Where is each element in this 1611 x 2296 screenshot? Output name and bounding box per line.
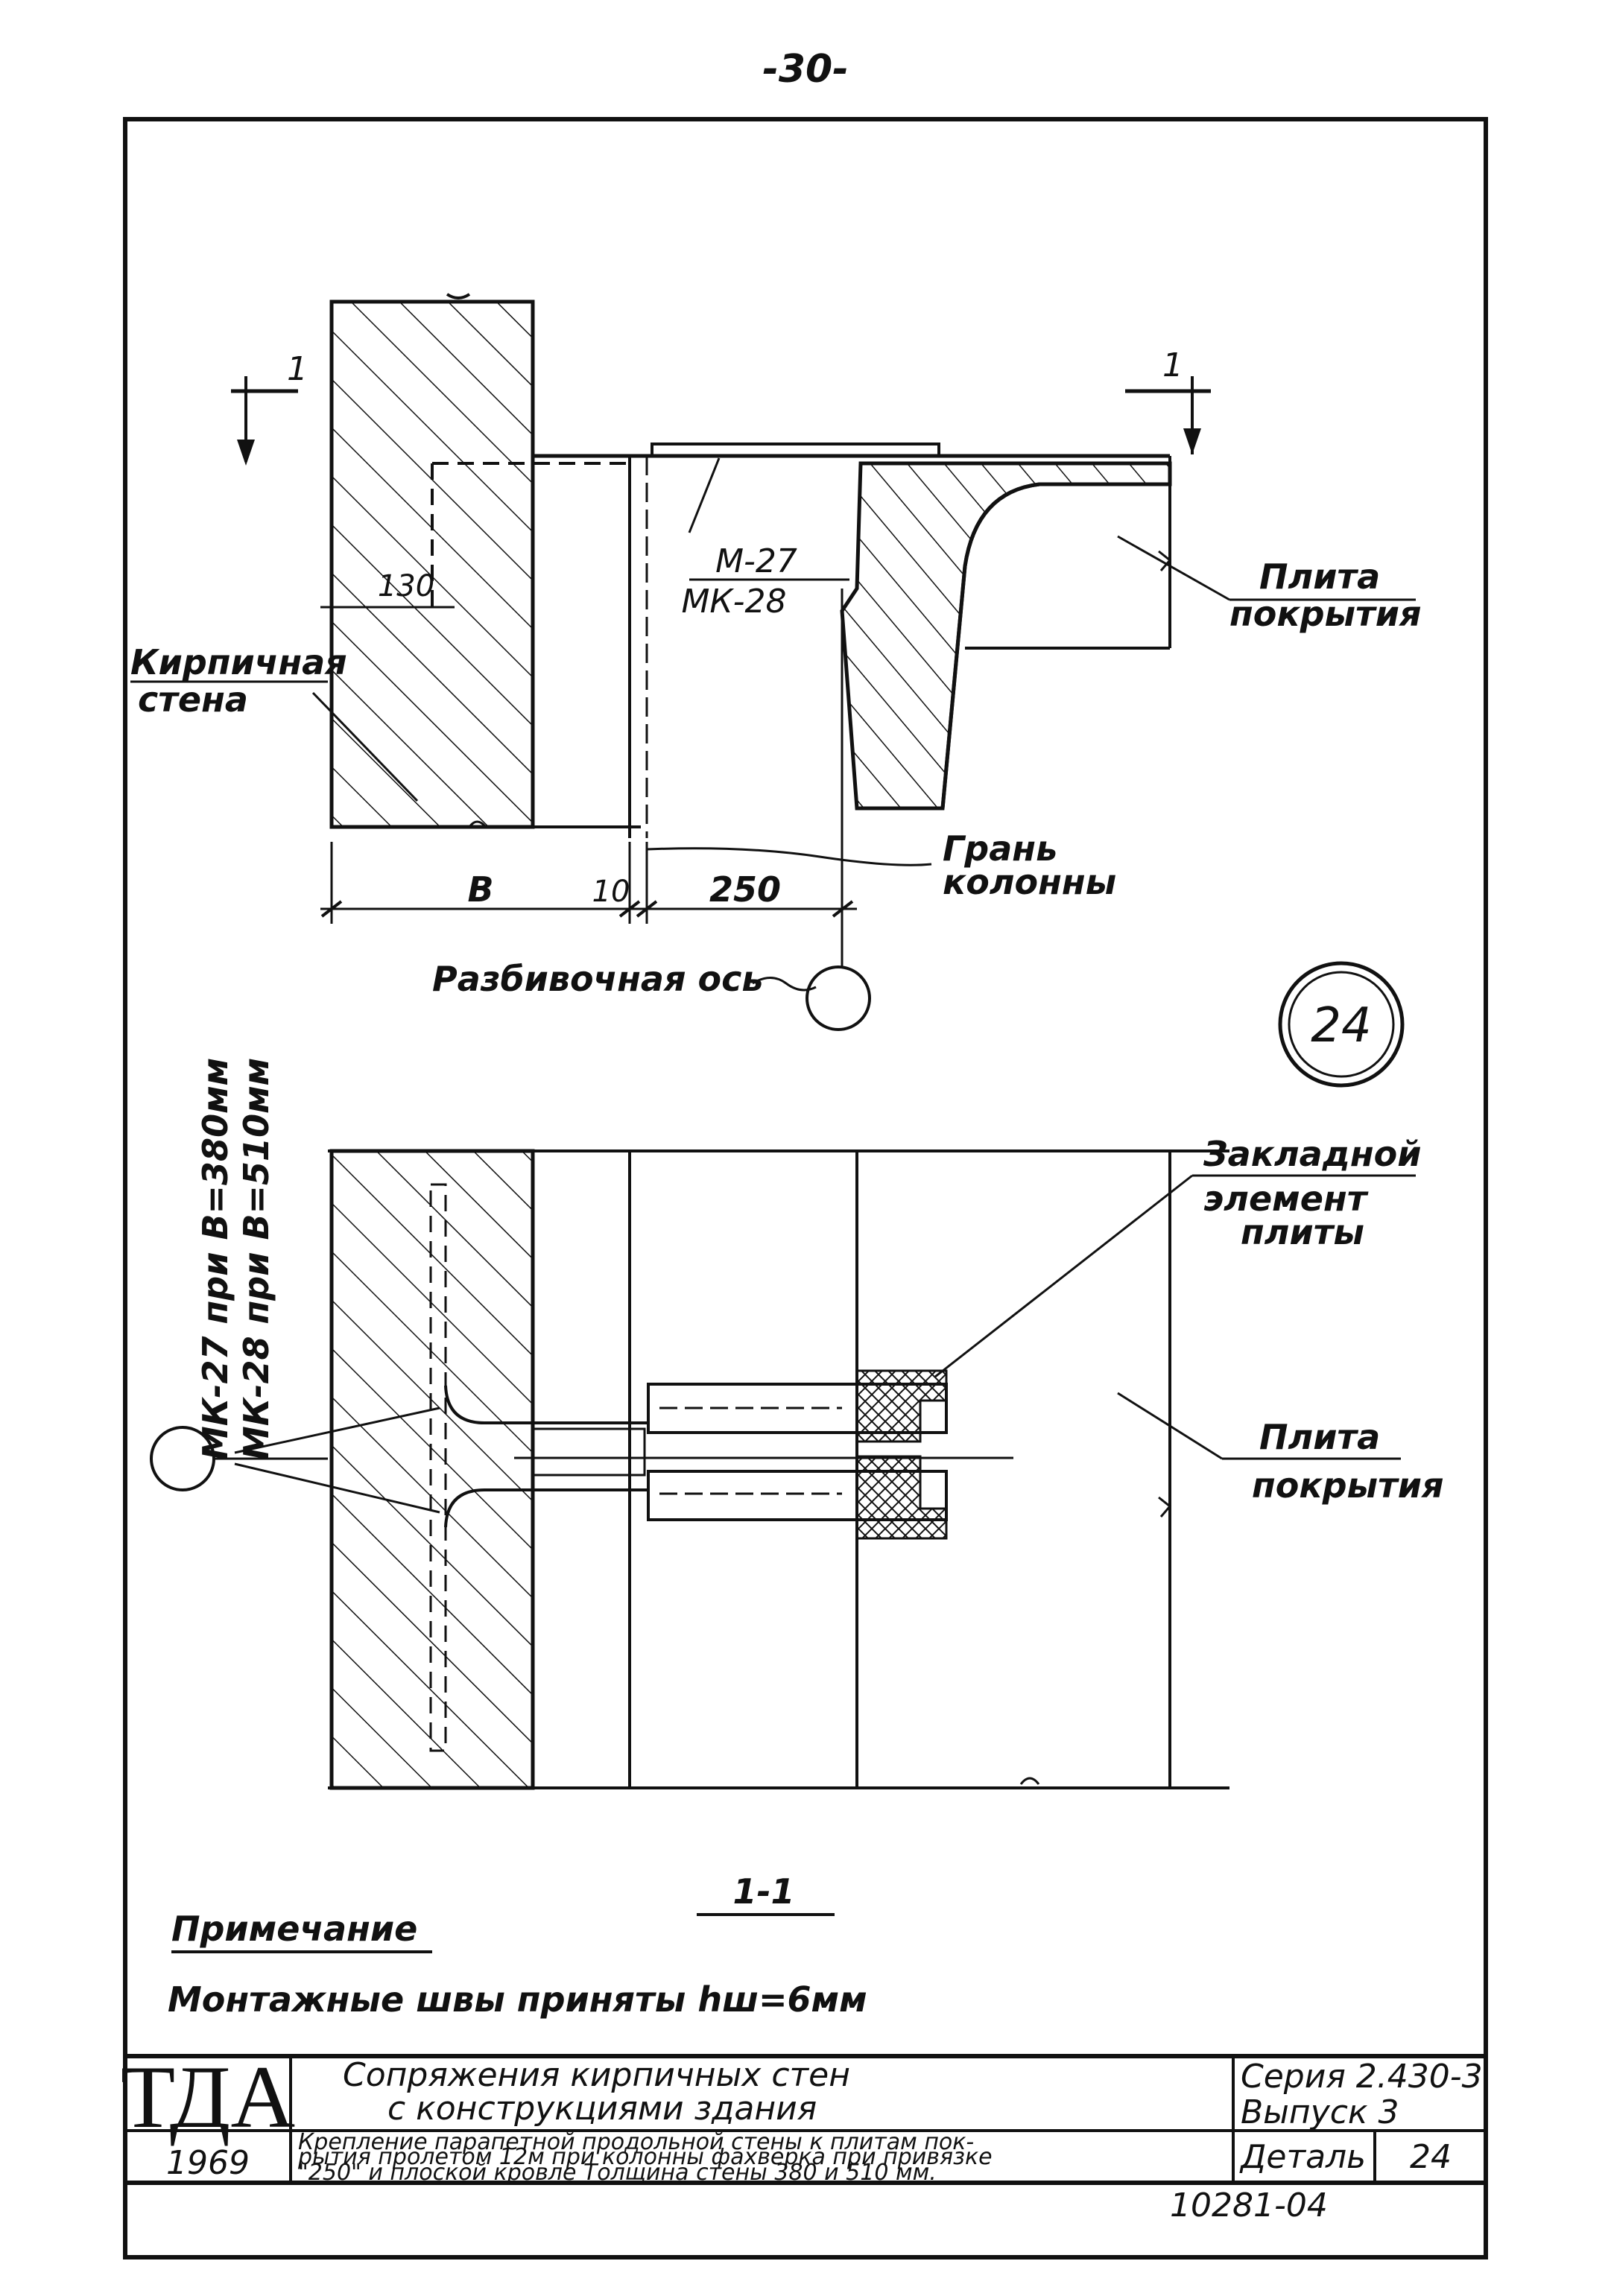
dim-10-label: 10 — [592, 875, 630, 909]
brick-wall-label-2: стена — [138, 679, 248, 720]
marks-top-label: М-27 — [715, 542, 797, 580]
marks-bottom-label: МК-28 — [681, 583, 786, 621]
desc-line-1: Крепление парапетной продольной стены к … — [298, 2129, 974, 2155]
doc-code: 10281-04 — [1170, 2186, 1328, 2224]
slab-label-upper-1: Плита — [1259, 556, 1380, 597]
section-mark-left: 1 — [287, 350, 308, 388]
brick-wall-plan — [329, 1149, 535, 1790]
dim-b-label: В — [467, 869, 493, 910]
dim-250-label: 250 — [709, 869, 781, 910]
embedded-label-1: Закладной — [1203, 1134, 1421, 1174]
section-1-1-view: МК-27 при В=380мм МК-28 при В=510мм Закл… — [150, 1058, 1444, 1790]
series-label: Серия 2.430-3 — [1241, 2058, 1483, 2096]
logo-tda: ТДА — [121, 2047, 295, 2146]
embedded-label-2: элемент — [1203, 1179, 1369, 1219]
column-face-label-1: Грань — [943, 828, 1057, 869]
detail-caption: Деталь — [1239, 2138, 1366, 2176]
section-mark-right: 1 — [1162, 346, 1183, 384]
detail-number-circle — [1278, 961, 1405, 1088]
desc-line-2: рытия пролетом 12м при колонны фахверка … — [297, 2144, 993, 2170]
detail-value: 24 — [1410, 2138, 1452, 2176]
slab-label-lower-2: покрытия — [1252, 1465, 1444, 1506]
side-label-mk28: МК-28 при В=510мм — [236, 1058, 276, 1460]
note-heading: Примечание — [171, 1909, 417, 1949]
upper-elevation-view: 130 М-27 МК-28 1 1 Кирпичная стена Плита… — [130, 293, 1422, 1031]
axis-bubble — [806, 965, 871, 1031]
title-line-2: с конструкциями здания — [387, 2090, 817, 2128]
dim-130-label: 130 — [378, 569, 434, 603]
anchor-plate-bottom — [647, 1470, 948, 1521]
slab-label-lower-1: Плита — [1259, 1417, 1380, 1457]
detail-number-label: 24 — [1311, 998, 1371, 1053]
desc-line-3: "250" и плоской кровле Толщина стены 380… — [298, 2160, 937, 2186]
brick-wall-section — [329, 299, 535, 829]
cover-plate — [651, 443, 940, 457]
column-face-label-2: колонны — [943, 862, 1116, 902]
side-label-mk27: МК-27 при В=380мм — [195, 1058, 235, 1460]
brick-wall-label-1: Кирпичная — [130, 642, 347, 682]
issue-label: Выпуск 3 — [1241, 2093, 1399, 2131]
sheet-frame — [123, 117, 1488, 2259]
section-label: 1-1 — [732, 1871, 794, 1912]
axis-label: Разбивочная ось — [432, 959, 763, 999]
embedded-label-3: плиты — [1241, 1212, 1364, 1252]
note-text: Монтажные швы приняты hш=6мм — [168, 1979, 867, 2020]
title-block: ТДА 1969 Сопряжения кирпичных стен с кон… — [121, 2047, 1486, 2224]
year-label: 1969 — [166, 2144, 250, 2182]
anchor-plate-top — [647, 1383, 948, 1434]
page-number: -30- — [762, 47, 849, 92]
title-line-1: Сопряжения кирпичных стен — [343, 2056, 850, 2094]
slab-rib-section — [840, 461, 1172, 811]
